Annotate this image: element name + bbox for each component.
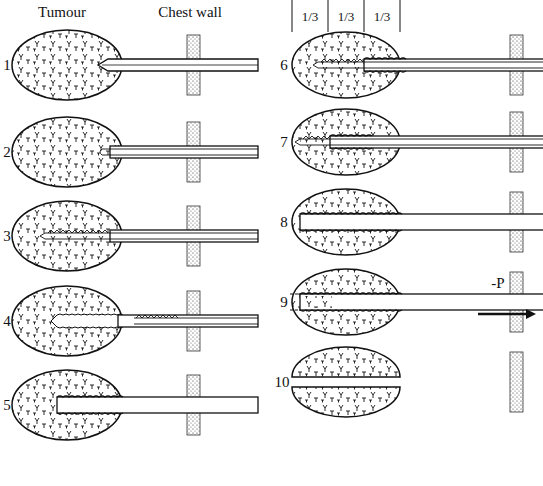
- tumour-ground: [12, 286, 122, 356]
- fraction-label: 1/3: [302, 10, 319, 23]
- needle: [300, 213, 543, 231]
- tissue-core: [302, 296, 332, 308]
- step-number: 3: [3, 229, 11, 244]
- step-number: 6: [280, 58, 288, 73]
- step-number: 2: [3, 145, 11, 160]
- tumour-half: [292, 347, 400, 377]
- tumour: [12, 286, 122, 356]
- tumour: [12, 117, 122, 187]
- tumour-ground: [12, 201, 122, 271]
- step-number: 7: [280, 135, 288, 150]
- chest-wall: [510, 352, 523, 412]
- thirds-divider: [292, 0, 293, 32]
- step-number: 1: [3, 58, 11, 73]
- fraction-label: 1/3: [374, 10, 391, 23]
- suction-arrow: [478, 313, 530, 316]
- tumour: [12, 201, 122, 271]
- step-number: 5: [3, 398, 11, 413]
- step-number: 10: [275, 375, 290, 390]
- step-number: 4: [3, 314, 11, 329]
- thirds-divider: [328, 0, 329, 32]
- needle: [118, 315, 258, 327]
- tumour-ground: [12, 117, 122, 187]
- needle: [300, 293, 543, 311]
- step-number: 9: [280, 295, 288, 310]
- part-label: Chest wall: [158, 5, 222, 20]
- pressure-label: -P: [491, 276, 504, 291]
- arrow-head: [526, 309, 536, 319]
- step-number: 8: [280, 215, 288, 230]
- needle-tube: [118, 315, 258, 327]
- needle: [295, 135, 543, 149]
- needle: [100, 146, 258, 158]
- needle-tube: [330, 136, 543, 148]
- needle-track: [51, 314, 123, 328]
- needle: [40, 230, 258, 242]
- needle-tube: [110, 146, 258, 158]
- part-label: Tumour: [38, 5, 86, 20]
- needle-tube: [364, 59, 543, 71]
- needle-tube: [300, 294, 543, 310]
- needle: [57, 396, 258, 414]
- needle-tube: [98, 59, 258, 71]
- needle-tube: [300, 214, 543, 230]
- thirds-divider: [400, 0, 401, 32]
- needle: [313, 58, 543, 72]
- needle-tube: [110, 230, 258, 242]
- needle-tube: [57, 397, 258, 413]
- thirds-divider: [364, 0, 365, 32]
- needle: [98, 59, 258, 71]
- fraction-label: 1/3: [338, 10, 355, 23]
- tumour-half: [292, 387, 400, 417]
